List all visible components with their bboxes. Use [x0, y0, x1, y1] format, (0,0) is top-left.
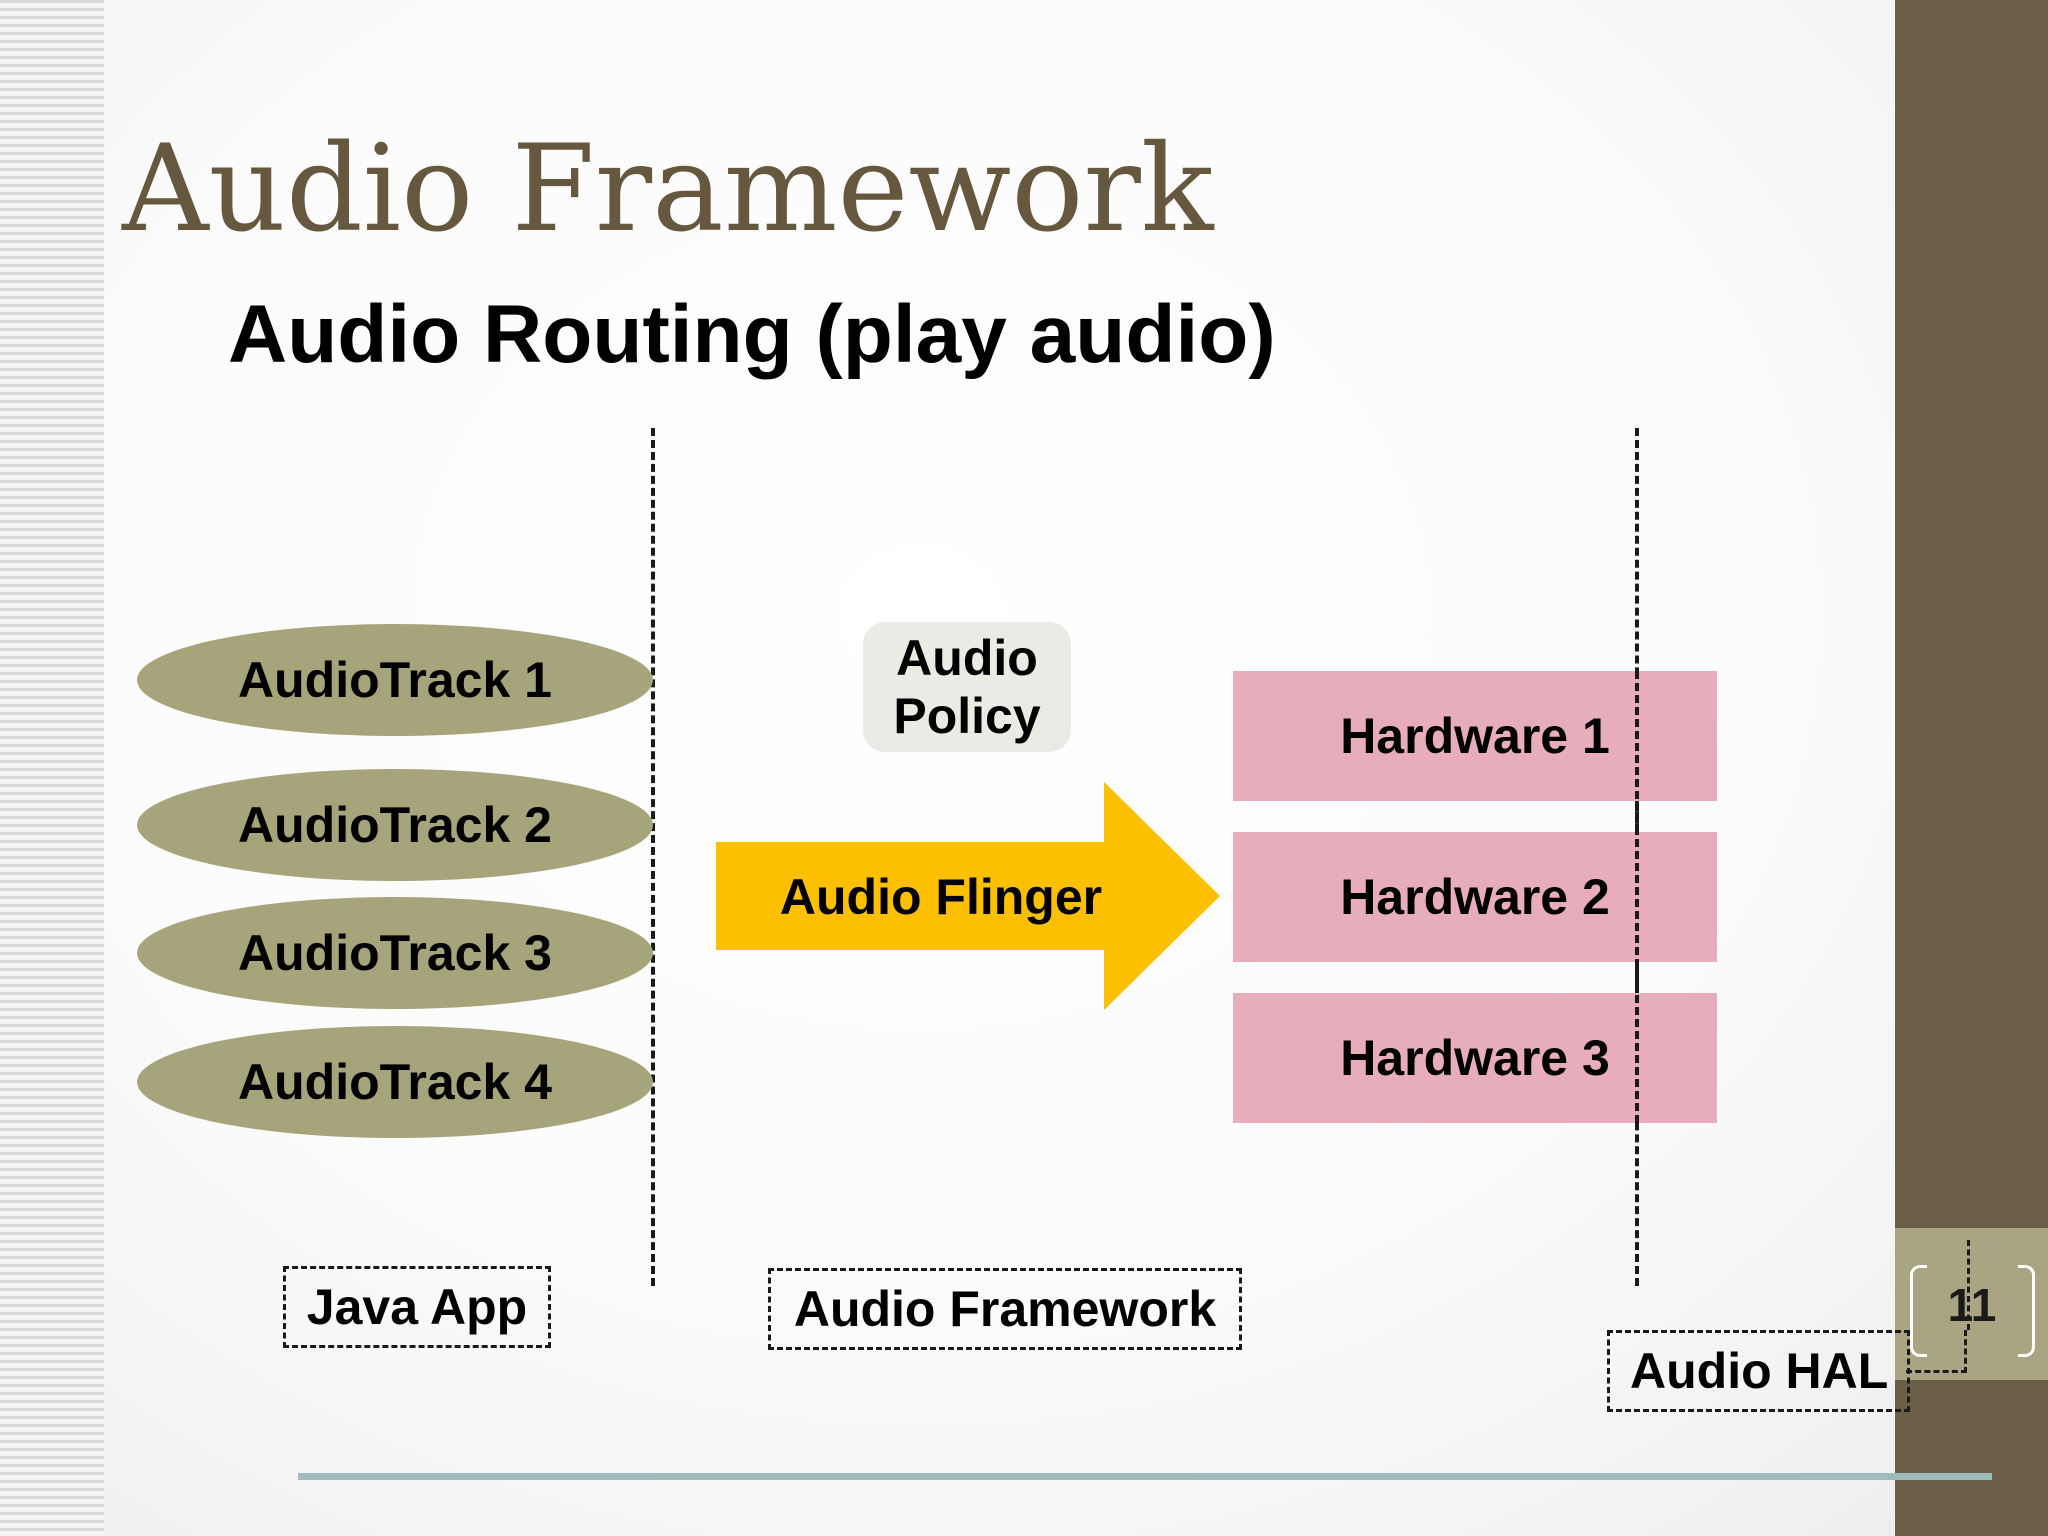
left-stripe-decoration	[0, 0, 104, 1536]
hal-connector-line	[1906, 1330, 1967, 1373]
layer-label-java-app: Java App	[283, 1266, 551, 1348]
page-bracket-right	[2018, 1265, 2035, 1357]
bottom-rule	[298, 1473, 1992, 1480]
audiotrack-2: AudioTrack 2	[137, 769, 653, 881]
audiotrack-4: AudioTrack 4	[137, 1026, 653, 1138]
layer-label-audio-hal: Audio HAL	[1607, 1330, 1910, 1412]
page-number: 11	[1947, 1279, 1997, 1331]
slide-title: Audio Framework	[122, 120, 1214, 259]
audio-flinger-label: Audio Flinger	[779, 869, 1103, 925]
audio-flinger-arrow	[716, 782, 1220, 1010]
divider-over-hardware	[1635, 671, 1639, 1123]
hardware-2: Hardware 2	[1233, 832, 1717, 962]
audiotrack-1: AudioTrack 1	[137, 624, 653, 736]
audiotrack-3: AudioTrack 3	[137, 897, 653, 1009]
layer-label-audio-framework: Audio Framework	[768, 1268, 1242, 1350]
hardware-1: Hardware 1	[1233, 671, 1717, 801]
page-bracket-left	[1910, 1265, 1927, 1357]
slide-subtitle: Audio Routing (play audio)	[228, 289, 1276, 380]
hardware-3: Hardware 3	[1233, 993, 1717, 1123]
divider-java-framework	[651, 428, 655, 1286]
hal-connector-up-line	[1967, 1240, 1970, 1330]
